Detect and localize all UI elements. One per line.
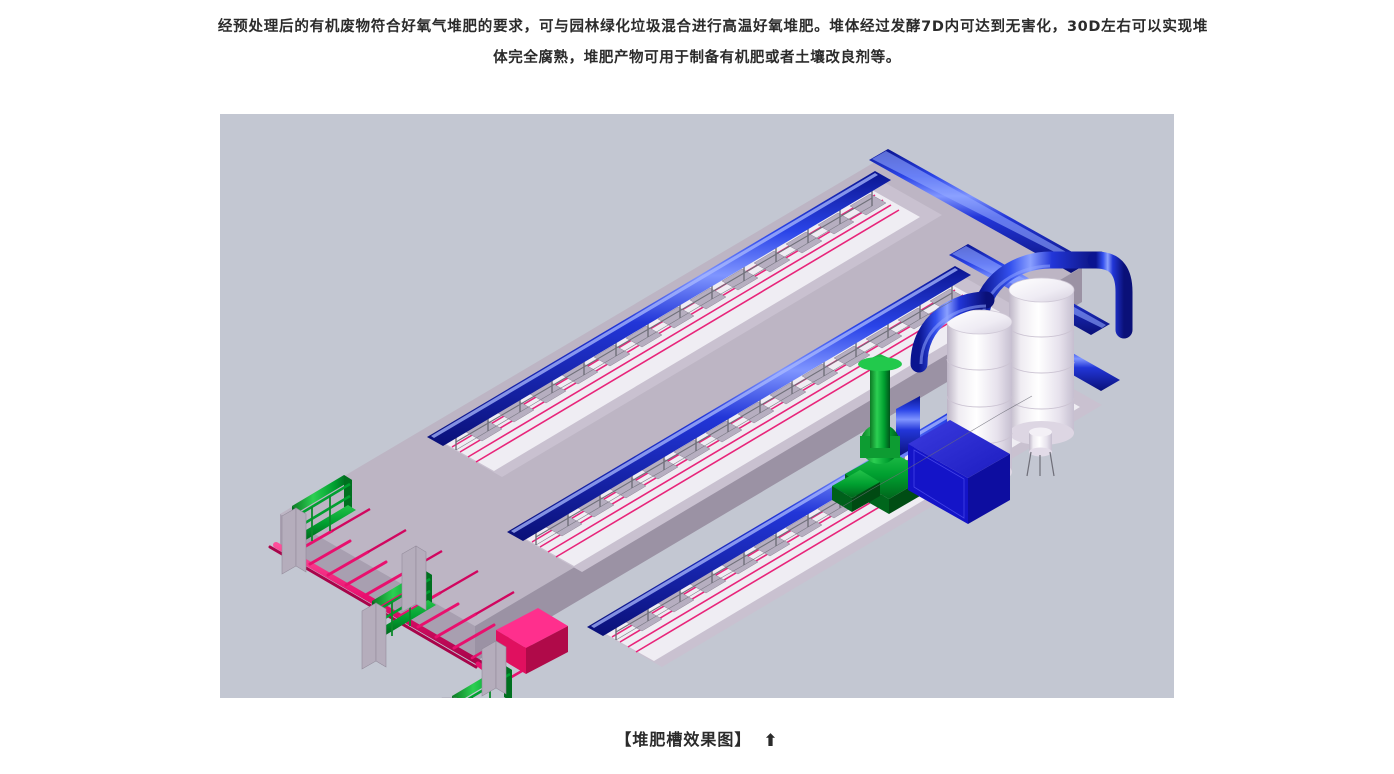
support-columns — [281, 507, 507, 698]
tower-inlet-pipe — [910, 291, 995, 373]
figure-caption: 【堆肥槽效果图】 ⬆ — [0, 726, 1394, 750]
deodorizing-tower — [971, 251, 1133, 477]
figure-image — [220, 114, 1174, 698]
compost-trough-row — [427, 171, 942, 477]
paragraph-composting-description: 经预处理后的有机废物符合好氧气堆肥的要求，可与园林绿化垃圾混合进行高温好氧堆肥。… — [217, 19, 1208, 66]
railing-lattice — [455, 205, 1033, 641]
exhaust-pipe — [507, 266, 971, 541]
exhaust-pipe — [427, 171, 891, 446]
pump-station — [496, 608, 568, 674]
arrow-up-icon: ⬆ — [763, 731, 779, 751]
deodorizing-tower-group — [910, 251, 1133, 484]
figure-compost-trough — [220, 114, 1174, 698]
control-cabinet — [908, 420, 1010, 524]
document-body: 经预处理后的有机废物符合好氧气堆肥的要求，可与园林绿化垃圾混合进行高温好氧堆肥。… — [0, 0, 1394, 74]
figure-caption-text: 【堆肥槽效果图】 — [615, 730, 752, 749]
